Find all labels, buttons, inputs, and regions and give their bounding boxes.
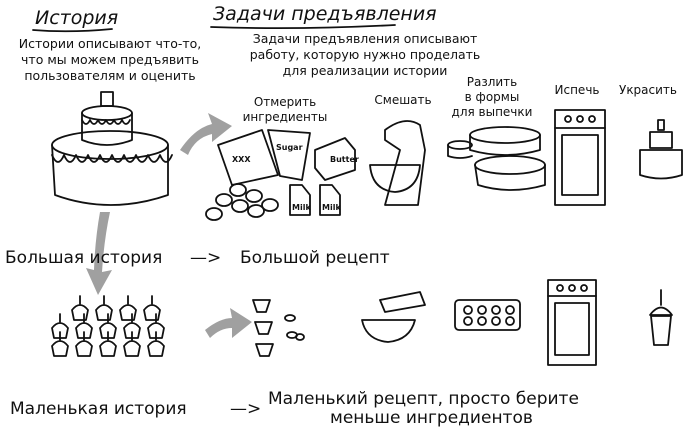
cupcake: [75, 313, 93, 339]
cupcake: [143, 295, 161, 321]
step-pour-2: в формы: [465, 90, 520, 104]
svg-text:XXX: XXX: [232, 155, 251, 164]
small-oven-icon: [547, 279, 597, 366]
big-cake-icon: [51, 91, 173, 206]
cupcakes-icon: [51, 295, 165, 357]
arrow-right-icon: [180, 113, 232, 155]
cupcake: [99, 331, 117, 357]
story-desc-1: Истории описывают что-то,: [19, 36, 202, 51]
cupcake: [51, 331, 69, 357]
small-recipe-line-2: меньше ингредиентов: [330, 408, 533, 428]
cupcake: [123, 331, 141, 357]
small-ingredients-icon: [252, 299, 305, 357]
svg-text:Milk: Milk: [292, 203, 311, 212]
cupcake: [119, 295, 137, 321]
small-arrow: —>: [230, 399, 261, 419]
step-decorate: Украсить: [619, 83, 677, 97]
arrow-down-icon: [86, 212, 112, 295]
big-recipe-label: Большой рецепт: [240, 248, 390, 268]
step-mix: Смешать: [374, 93, 431, 107]
baking-pans-icon: [447, 126, 546, 191]
cupcake: [147, 331, 165, 357]
muffin-tray-icon: [454, 299, 521, 331]
story-desc-3: пользователям и оценить: [24, 68, 195, 83]
svg-text:Butter: Butter: [330, 155, 359, 164]
cupcake: [95, 295, 113, 321]
story-desc-2: что мы можем предъявить: [21, 52, 199, 67]
story-title: История: [35, 7, 118, 29]
tasks-desc-1: Задачи предъявления описывают: [253, 31, 478, 46]
oven-icon: [554, 109, 606, 206]
svg-text:Milk: Milk: [322, 203, 341, 212]
small-recipe-line-1: Маленький рецепт, просто берите: [268, 389, 579, 409]
ingredients-icon: XXX Sugar Butter Milk Milk: [205, 129, 359, 221]
tasks-title-underline: [210, 24, 396, 30]
big-story-label: Большая история: [5, 248, 162, 268]
step-bake: Испечь: [555, 83, 600, 97]
cupcake: [71, 295, 89, 321]
cupcake: [123, 313, 141, 339]
tasks-desc-2: работу, которую нужно проделать: [250, 47, 481, 62]
big-arrow: —>: [190, 248, 221, 268]
step-measure-2: ингредиенты: [243, 110, 328, 124]
decorated-cake-icon: [639, 119, 683, 180]
cupcake: [75, 331, 93, 357]
small-story-label: Маленькая история: [10, 399, 187, 419]
arrow-right-small-icon: [205, 308, 252, 338]
decorated-cupcake-icon: [649, 289, 673, 346]
step-pour-3: для выпечки: [452, 105, 533, 119]
step-pour-1: Разлить: [467, 75, 518, 89]
tasks-desc-3: для реализации истории: [283, 63, 448, 78]
story-title-underline: [32, 28, 113, 33]
small-mixer-icon: [361, 291, 426, 343]
tasks-title: Задачи предъявления: [213, 3, 437, 25]
cupcake: [147, 313, 165, 339]
mixer-icon: [369, 120, 426, 206]
step-measure-1: Отмерить: [254, 95, 316, 109]
svg-text:Sugar: Sugar: [276, 143, 303, 152]
cupcake: [99, 313, 117, 339]
cupcake: [51, 313, 69, 339]
